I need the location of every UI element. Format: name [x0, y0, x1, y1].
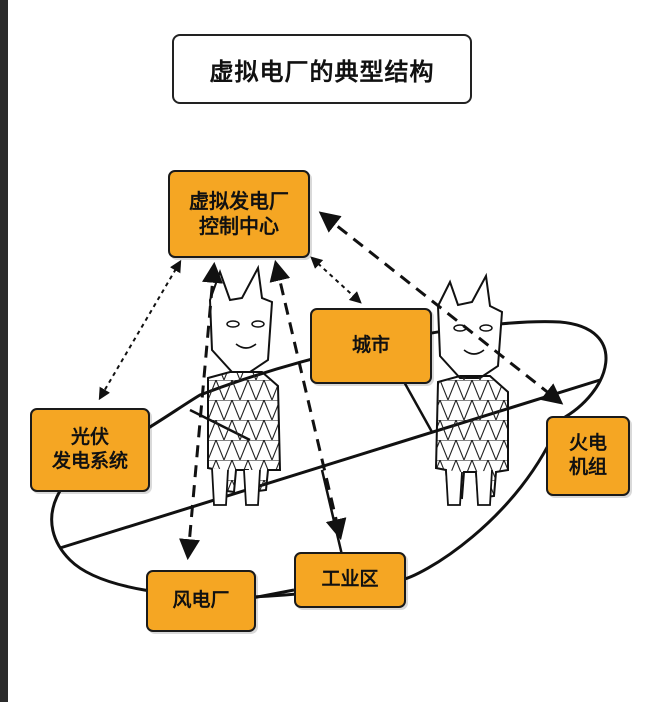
grid-line-c — [320, 469, 344, 556]
link-center-thermal — [318, 211, 564, 405]
node-control-center-label: 虚拟发电厂 控制中心 — [189, 189, 289, 238]
link-center-solar — [98, 259, 182, 401]
node-control-center: 虚拟发电厂 控制中心 — [168, 170, 310, 258]
diagram-title: 虚拟电厂的典型结构 — [172, 34, 472, 104]
cartoon-character-icon — [207, 264, 282, 506]
node-industrial: 工业区 — [294, 552, 406, 608]
node-wind-label: 风电厂 — [172, 589, 230, 612]
cartoon-character-icon — [434, 272, 509, 506]
node-thermal-label: 火电 机组 — [568, 432, 607, 478]
node-city-label: 城市 — [351, 334, 390, 357]
title-text: 虚拟电厂的典型结构 — [209, 57, 435, 86]
node-wind: 风电厂 — [146, 570, 256, 632]
grid-line-d — [401, 379, 434, 433]
link-center-city — [310, 256, 362, 304]
node-thermal: 火电 机组 — [546, 416, 630, 496]
node-solar-label: 光伏 发电系统 — [51, 426, 128, 472]
node-solar: 光伏 发电系统 — [30, 408, 150, 492]
link-center-wind — [179, 261, 223, 561]
window-edge — [0, 0, 8, 702]
node-industrial-label: 工业区 — [321, 568, 379, 591]
wind-ring-connector — [251, 588, 295, 600]
link-center-industrial — [269, 259, 347, 541]
node-city: 城市 — [310, 308, 432, 384]
